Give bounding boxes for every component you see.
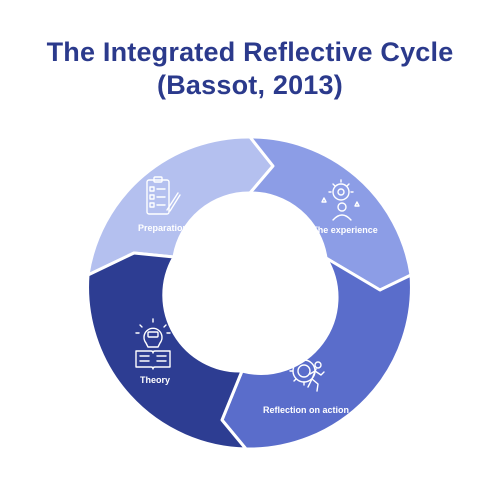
segment-preparation	[86, 135, 275, 277]
gear-runner-icon	[289, 356, 325, 392]
label-the-experience: The experience	[312, 225, 378, 235]
checklist-icon	[146, 176, 181, 215]
label-theory: Theory	[140, 375, 170, 385]
label-reflection-on-action: Reflection on action	[263, 405, 349, 415]
idea-person-icon	[321, 179, 360, 221]
title-line-2: (Bassot, 2013)	[157, 70, 343, 100]
lightbulb-book-icon	[135, 318, 171, 370]
diagram-title: The Integrated Reflective Cycle (Bassot,…	[0, 36, 500, 102]
label-preparation: Preparation	[138, 223, 188, 233]
title-line-1: The Integrated Reflective Cycle	[46, 37, 454, 67]
